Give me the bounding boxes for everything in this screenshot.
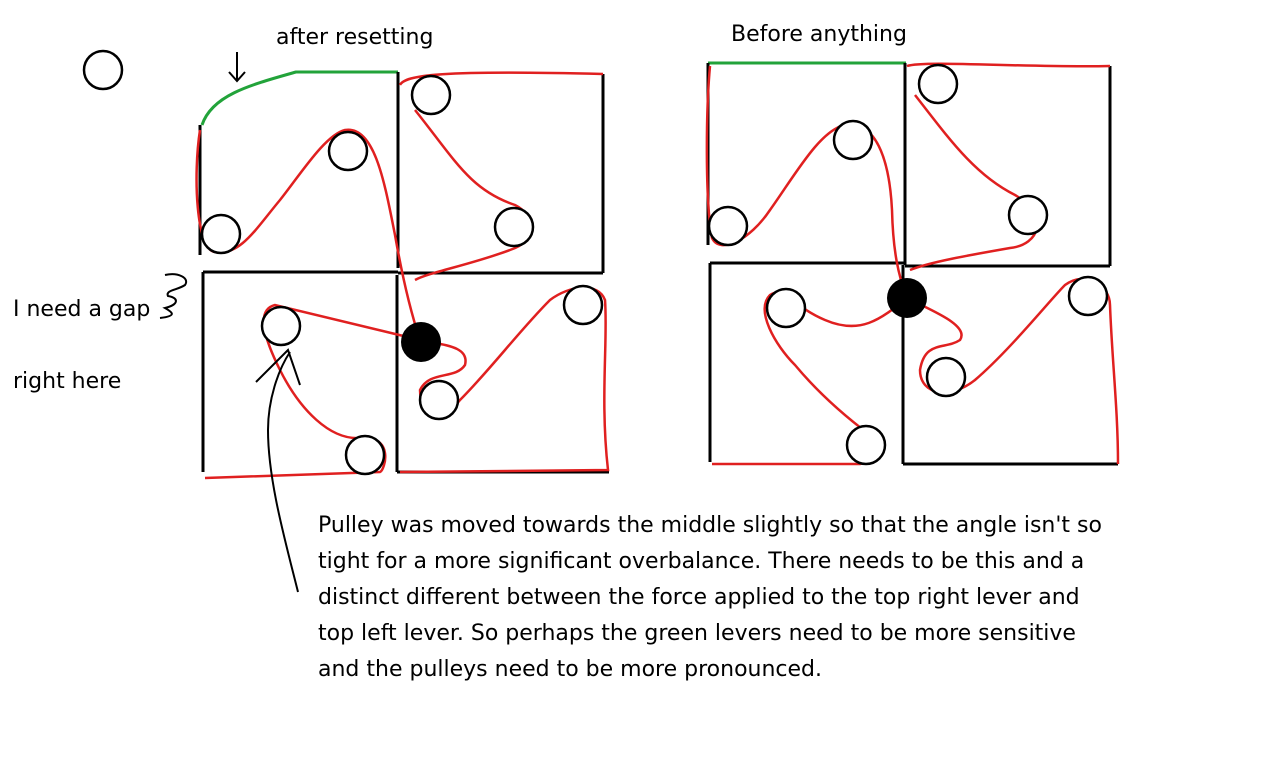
pulley — [344, 434, 386, 476]
pulley — [925, 356, 967, 398]
pulley — [707, 205, 749, 247]
pulley-circles — [200, 74, 604, 476]
pulley — [562, 284, 604, 326]
gap-squiggle-icon — [159, 273, 188, 319]
note-line: top left lever. So perhaps the green lev… — [318, 621, 1076, 646]
pulley — [493, 206, 535, 248]
pulley — [917, 63, 959, 105]
pulley — [832, 119, 874, 161]
gap-note-label: I need a gap right here — [13, 256, 150, 400]
explanation-note: Pulley was moved towards the middle slig… — [318, 508, 1218, 688]
gap-note-line: right here — [13, 369, 122, 394]
pulley — [765, 287, 807, 329]
rope-loops — [195, 71, 610, 480]
note-line: Pulley was moved towards the middle slig… — [318, 513, 1102, 538]
pulley — [200, 213, 242, 255]
box-frames — [198, 72, 609, 474]
down-arrow-icon — [228, 52, 246, 83]
pulley — [260, 305, 302, 347]
note-line: tight for a more significant overbalance… — [318, 549, 1085, 574]
note-line: distinct different between the force app… — [318, 585, 1080, 610]
pulley — [1067, 275, 1109, 317]
gap-note-line: I need a gap — [13, 297, 151, 322]
diagram-after-resetting — [159, 70, 610, 593]
box-frames — [706, 63, 1118, 466]
pulley — [410, 74, 452, 116]
center-hub — [401, 322, 441, 362]
before-anything-label: Before anything — [731, 22, 907, 47]
pulley — [845, 424, 887, 466]
diagram-before-anything — [705, 61, 1120, 466]
pulley-circles — [707, 63, 1109, 466]
loose-pulley-circle — [82, 49, 124, 91]
center-hub — [887, 278, 927, 318]
pulley — [418, 379, 460, 421]
note-line: and the pulleys need to be more pronounc… — [318, 657, 823, 682]
pulley — [1007, 194, 1049, 236]
moved-pulley-arrow-icon — [255, 348, 301, 593]
green-lever — [200, 70, 398, 126]
after-resetting-label: after resetting — [276, 25, 434, 50]
pulley — [327, 130, 369, 172]
